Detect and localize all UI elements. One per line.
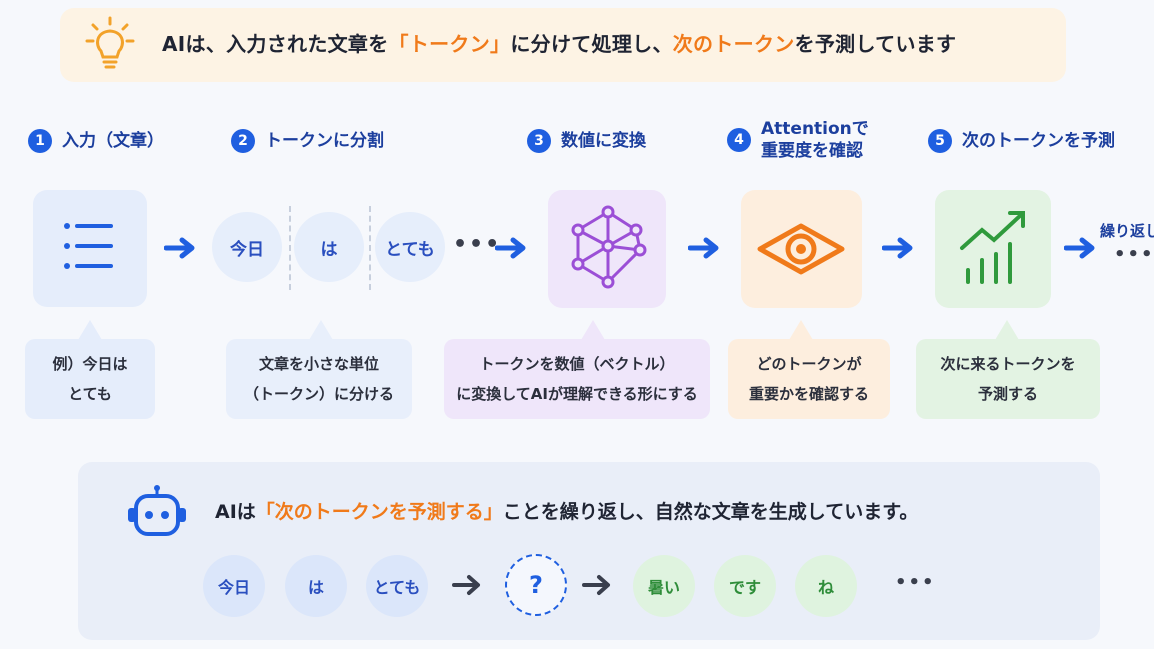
text-lines-icon bbox=[64, 223, 113, 269]
banner-text-mid: に分けて処理し、 bbox=[510, 32, 673, 56]
callout-split-line2: （トークン）に分ける bbox=[243, 385, 394, 403]
sequence-ellipsis: ••• bbox=[895, 572, 936, 593]
step-5-header: 5 次のトークンを予測 bbox=[928, 129, 1115, 153]
generation-text-post: ことを繰り返し、自然な文章を生成しています。 bbox=[502, 501, 919, 523]
step-2-header: 2 トークンに分割 bbox=[231, 129, 384, 153]
step-4-label-line2: 重要度を確認 bbox=[761, 141, 863, 161]
callout-attention: どのトークンが 重要かを確認する bbox=[728, 339, 890, 419]
callout-tail bbox=[78, 320, 102, 340]
token-chip: 今日 bbox=[212, 212, 282, 282]
callout-input: 例）今日は とても bbox=[25, 339, 155, 419]
step-3-header: 3 数値に変換 bbox=[527, 129, 646, 153]
callout-tail bbox=[309, 320, 333, 340]
callout-split: 文章を小さな単位 （トークン）に分ける bbox=[226, 339, 412, 419]
step-4-label: Attentionで 重要度を確認 bbox=[761, 118, 869, 162]
input-text-card bbox=[33, 190, 147, 307]
generation-text-pre: AIは bbox=[215, 501, 256, 523]
sequence-token: とても bbox=[366, 555, 428, 617]
step-4-number: 4 bbox=[727, 128, 751, 152]
callout-vector-line1: トークンを数値（ベクトル） bbox=[479, 355, 675, 373]
callout-input-line1: 例）今日は bbox=[52, 355, 128, 373]
predict-card bbox=[935, 190, 1051, 308]
callout-attention-line2: 重要かを確認する bbox=[748, 385, 869, 403]
generated-token: 暑い bbox=[633, 555, 695, 617]
arrow-right-icon bbox=[582, 575, 610, 595]
sequence-token: は bbox=[285, 555, 347, 617]
callout-predict: 次に来るトークンを 予測する bbox=[916, 339, 1100, 419]
predicted-token-placeholder: ? bbox=[505, 554, 567, 616]
step-5-number: 5 bbox=[928, 129, 952, 153]
banner-text: AIは、入力された文章を「トークン」に分けて処理し、次のトークンを予測しています bbox=[162, 28, 956, 57]
token-chip: は bbox=[294, 212, 364, 282]
arrow-right-icon bbox=[164, 237, 195, 259]
callout-tail bbox=[995, 320, 1019, 340]
generation-text-highlight: 「次のトークンを予測する」 bbox=[255, 501, 503, 523]
banner-text-token: 「トークン」 bbox=[388, 32, 511, 56]
repeat-label: 繰り返し bbox=[1100, 222, 1154, 240]
token-divider bbox=[289, 206, 291, 290]
step-1-header: 1 入力（文章） bbox=[28, 129, 164, 153]
step-1-number: 1 bbox=[28, 129, 52, 153]
arrow-right-icon bbox=[882, 237, 913, 259]
robot-icon bbox=[128, 485, 186, 536]
step-3-label: 数値に変換 bbox=[561, 131, 646, 151]
step-3-number: 3 bbox=[527, 129, 551, 153]
callout-vector-line2: に変換してAIが理解できる形にする bbox=[456, 385, 698, 403]
arrow-right-icon bbox=[1064, 237, 1095, 259]
banner-text-next: 次のトークン bbox=[672, 32, 795, 56]
arrow-right-icon bbox=[688, 237, 719, 259]
banner-text-pre: AIは、入力された文章を bbox=[162, 32, 389, 56]
token-chip: とても bbox=[375, 212, 445, 282]
arrow-right-icon bbox=[495, 237, 526, 259]
callout-vector: トークンを数値（ベクトル） に変換してAIが理解できる形にする bbox=[444, 339, 710, 419]
step-2-label: トークンに分割 bbox=[265, 131, 384, 151]
step-4-header: 4 Attentionで 重要度を確認 bbox=[727, 118, 869, 162]
sequence-token: 今日 bbox=[203, 555, 265, 617]
repeat-dots: ••• bbox=[1114, 244, 1154, 265]
growth-chart-icon bbox=[960, 211, 1025, 284]
lightbulb-icon bbox=[85, 16, 135, 69]
eye-icon bbox=[757, 223, 845, 275]
banner-text-post: を予測しています bbox=[794, 32, 957, 56]
step-1-label: 入力（文章） bbox=[62, 131, 164, 151]
neural-network-icon bbox=[571, 205, 647, 289]
callout-input-line2: とても bbox=[68, 385, 112, 403]
summary-banner bbox=[60, 8, 1066, 82]
token-ellipsis: ••• bbox=[453, 232, 502, 257]
callout-predict-line2: 予測する bbox=[977, 385, 1038, 403]
step-5-label: 次のトークンを予測 bbox=[962, 131, 1115, 151]
callout-tail bbox=[581, 320, 605, 340]
arrow-right-icon bbox=[452, 575, 480, 595]
callout-attention-line1: どのトークンが bbox=[756, 355, 862, 373]
step-2-number: 2 bbox=[231, 129, 255, 153]
generated-token: です bbox=[714, 555, 776, 617]
step-4-label-line1: Attentionで bbox=[761, 119, 869, 139]
token-divider bbox=[369, 206, 371, 290]
generated-token: ね bbox=[795, 555, 857, 617]
generation-text: AIは「次のトークンを予測する」ことを繰り返し、自然な文章を生成しています。 bbox=[215, 497, 918, 524]
callout-predict-line1: 次に来るトークンを bbox=[940, 355, 1076, 373]
callout-split-line1: 文章を小さな単位 bbox=[258, 355, 379, 373]
callout-tail bbox=[789, 320, 813, 340]
